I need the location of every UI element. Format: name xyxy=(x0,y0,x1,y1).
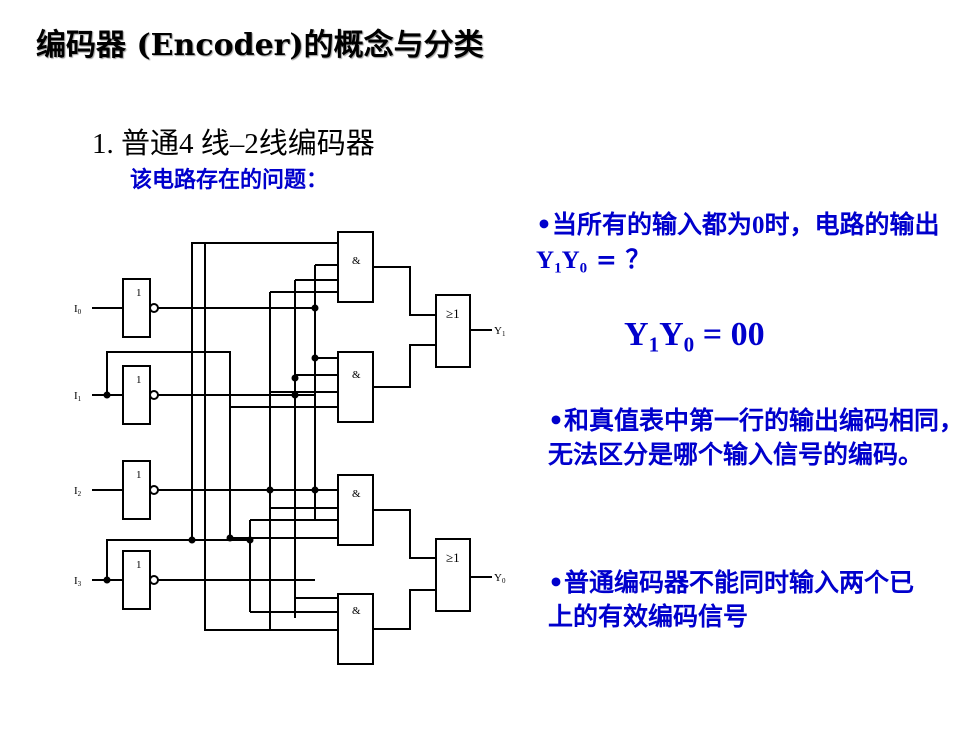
question-sub0: 0 xyxy=(579,260,588,277)
input-i1-label: I1 xyxy=(74,390,82,403)
issue-label: 该电路存在的问题： xyxy=(130,168,329,193)
section-heading: 1. 普通4 线–2线编码器 xyxy=(92,120,375,162)
question-mid: 时，电路的输出 xyxy=(764,210,940,239)
or-gate-y0 xyxy=(435,538,471,612)
and-gate-2-label: & xyxy=(352,369,361,381)
answer-formula: Y1Y0 = 00 xyxy=(624,316,765,357)
question-y0: Y xyxy=(561,247,580,274)
question-prefix: •当所有的输入都为 xyxy=(536,210,752,239)
or-gate-y1-label: ≥1 xyxy=(446,306,460,321)
title-rest: 的概念与分类 xyxy=(303,28,484,63)
answer-sub0: 0 xyxy=(683,332,695,357)
output-y0-label: Y0 xyxy=(494,572,506,585)
and-gate-2 xyxy=(337,351,374,423)
and-gate-1-label: & xyxy=(352,255,361,267)
section-number: 1. xyxy=(92,128,114,160)
bullet-same-code: •和真值表中第一行的输出编码相同，无法区分是哪个输入信号的编码。 xyxy=(548,406,964,469)
question-sub1: 1 xyxy=(554,260,562,277)
and-gate-3-label: & xyxy=(352,488,361,500)
and-gate-4-label: & xyxy=(352,605,361,617)
answer-y1: Y xyxy=(624,316,649,353)
question-y1: Y xyxy=(536,247,555,274)
not-gate-0-label: 1 xyxy=(136,287,142,299)
question-zero: 0 xyxy=(751,212,765,239)
section-text: 普通4 线–2线编码器 xyxy=(121,128,375,160)
not-gate-2-label: 1 xyxy=(136,469,142,481)
output-y1-label: Y1 xyxy=(494,325,506,338)
not-gate-3-label: 1 xyxy=(136,559,142,571)
answer-value: = 00 xyxy=(694,316,765,353)
and-gate-1 xyxy=(337,231,374,303)
answer-sub1: 1 xyxy=(648,332,660,357)
bullet-question: •当所有的输入都为0时，电路的输出Y1Y0 = ？ xyxy=(536,208,956,286)
answer-y0: Y xyxy=(659,316,684,353)
title-english: (Encoder) xyxy=(126,28,304,63)
or-gate-y0-label: ≥1 xyxy=(446,550,460,565)
and-gate-3 xyxy=(337,474,374,546)
title-chinese: 编码器 xyxy=(36,28,126,63)
input-i2-label: I2 xyxy=(74,485,82,498)
question-end: = ？ xyxy=(587,245,651,274)
input-i3-label: I3 xyxy=(74,575,82,588)
not-gate-1-label: 1 xyxy=(136,374,142,386)
bullet-no-multiple: •普通编码器不能同时输入两个已上的有效编码信号 xyxy=(548,568,914,631)
input-i0-label: I0 xyxy=(74,303,82,316)
page-title: 编码器 (Encoder)的概念与分类 xyxy=(36,20,484,64)
